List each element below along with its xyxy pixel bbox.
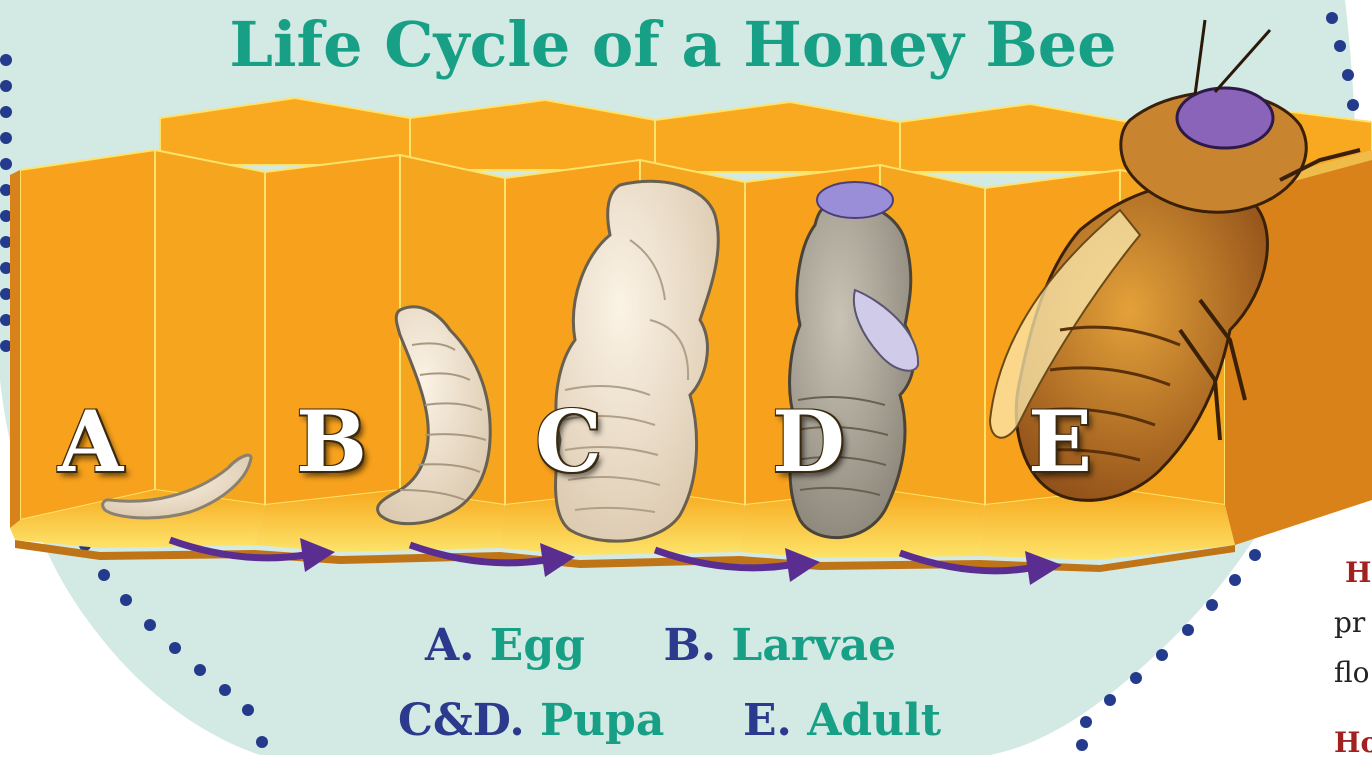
side-text-fragment-2: flo [1334, 656, 1370, 689]
border-dot [1104, 694, 1116, 706]
stage-label-d: D [772, 392, 845, 491]
border-dot [1249, 549, 1261, 561]
legend-row-1: A. Egg B. Larvae [425, 620, 896, 671]
legend-value-larvae: Larvae [731, 620, 896, 671]
border-dot [194, 664, 206, 676]
border-dot [1080, 716, 1092, 728]
border-dot [144, 619, 156, 631]
stage-label-c: C [535, 392, 602, 491]
border-dot [219, 684, 231, 696]
border-dot [1076, 739, 1088, 751]
pupa-eye [817, 182, 893, 218]
legend-value-pupa: Pupa [540, 695, 664, 746]
legend-value-adult: Adult [807, 695, 941, 746]
border-dot [120, 594, 132, 606]
border-dot [242, 704, 254, 716]
border-dot [1156, 649, 1168, 661]
border-dot [169, 642, 181, 654]
legend-row-2: C&D. Pupa E. Adult [398, 695, 941, 746]
legend-key-e: E. [743, 695, 792, 746]
border-dot [256, 736, 268, 748]
border-dot [1229, 574, 1241, 586]
border-dot [0, 106, 12, 118]
diagram-title: Life Cycle of a Honey Bee [0, 8, 1372, 81]
legend-value-egg: Egg [490, 620, 585, 671]
bee-eye [1177, 88, 1273, 148]
side-text-fragment-1: pr [1334, 606, 1365, 639]
stage-label-b: B [296, 392, 367, 491]
border-dot [0, 158, 12, 170]
border-dot [98, 569, 110, 581]
legend-key-b: B. [664, 620, 717, 671]
side-heading-fragment-1: H [1345, 556, 1371, 589]
side-heading-fragment-2: Ho [1334, 726, 1372, 759]
legend-key-cd: C&D. [398, 695, 525, 746]
stage-label-e: E [1028, 392, 1092, 491]
border-dot [1182, 624, 1194, 636]
border-dot [1130, 672, 1142, 684]
border-dot [1206, 599, 1218, 611]
border-dot [0, 80, 12, 92]
border-dot [1347, 99, 1359, 111]
legend-key-a: A. [425, 620, 474, 671]
stage-label-a: A [58, 392, 123, 491]
border-dot [0, 132, 12, 144]
